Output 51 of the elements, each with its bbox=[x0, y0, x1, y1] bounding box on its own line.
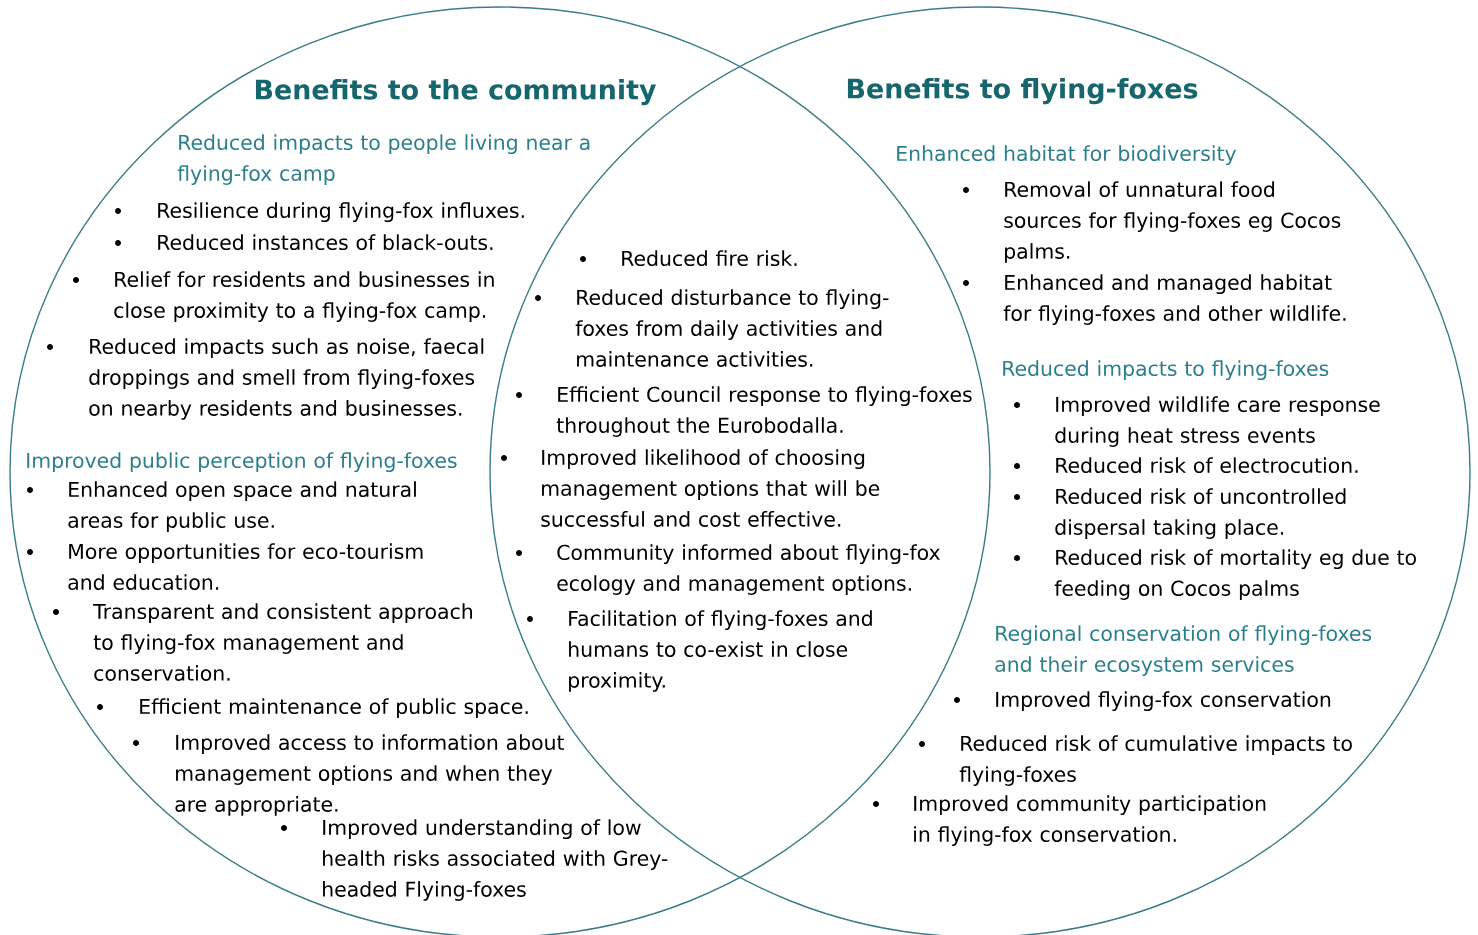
bullet-text: Reduced fire risk. bbox=[622, 250, 797, 267]
bullet bbox=[47, 344, 53, 350]
bullet-text: Reduced instances of black-outs. bbox=[158, 234, 493, 251]
bullet bbox=[1014, 463, 1020, 469]
bullet-text: Facilitation of flying-foxes and humans to co-exist in close proximity. bbox=[569, 610, 872, 692]
bullet bbox=[133, 740, 139, 746]
bullet bbox=[873, 801, 879, 807]
bullet-text: Improved likelihood of choosing management options that will be successful and cost effective. bbox=[541, 449, 880, 527]
bullet bbox=[281, 825, 287, 831]
bullet-text: Reduced disturbance to flying-foxes from daily activities and maintenance activities. bbox=[575, 289, 889, 367]
bullet bbox=[115, 208, 121, 214]
bullet-text: Improved flying-fox conservation bbox=[996, 691, 1331, 712]
subheading: Improved public perception of flying-foxes bbox=[27, 452, 457, 473]
bullet-text: Enhanced and managed habitat for flying-foxes and other wildlife. bbox=[1003, 274, 1346, 325]
subheading: Enhanced habitat for biodiversity bbox=[897, 145, 1237, 166]
heading: Benefits to the community bbox=[255, 78, 656, 106]
bullet-text: Reduced risk of uncontrolled dispersal taking place. bbox=[1055, 488, 1346, 539]
bullet-text: Community informed about flying-fox ecology and management options. bbox=[557, 544, 940, 595]
bullet-text: Reduced risk of mortality eg due to feeding on Cocos palms bbox=[1054, 549, 1416, 600]
bullet bbox=[53, 609, 59, 615]
bullet bbox=[1014, 494, 1020, 500]
bullet bbox=[954, 697, 960, 703]
subheading: Reduced impacts to flying-foxes bbox=[1003, 360, 1329, 381]
bullet-text: Transparent and consistent approach to flying-fox management and conservation. bbox=[93, 603, 472, 681]
bullet bbox=[27, 487, 33, 493]
bullet bbox=[919, 741, 925, 747]
bullet-text: Improved wildlife care response during heat stress events bbox=[1055, 396, 1380, 447]
bullet bbox=[1014, 402, 1020, 408]
bullet bbox=[97, 704, 103, 710]
bullet-text: Efficient Council response to flying-foxes throughout the Eurobodalla. bbox=[556, 386, 972, 437]
bullet-text: Reduced impacts such as noise, faecal droppings and smell from flying-foxes on nearby residents and businesses. bbox=[89, 338, 484, 420]
bullet-text: Reduced risk of cumulative impacts to flying-foxes bbox=[959, 735, 1352, 786]
subheading: Reduced impacts to people living near a flying-fox camp bbox=[177, 134, 590, 185]
bullet-text: More opportunities for eco-tourism and education. bbox=[68, 543, 423, 590]
bullet-text: Improved access to information about management options and when they are appropriate. bbox=[175, 734, 565, 816]
bullet bbox=[963, 280, 969, 286]
bullet-text: Improved community participation in flying-fox conservation. bbox=[914, 795, 1266, 846]
bullet bbox=[115, 240, 121, 246]
bullet bbox=[1014, 555, 1020, 561]
bullet-text: Improved understanding of low health risks associated with Grey-headed Flying-foxes bbox=[323, 819, 668, 901]
bullet-text: Relief for residents and businesses in close proximity to a flying-fox camp. bbox=[114, 271, 494, 322]
bullet bbox=[963, 187, 969, 193]
bullet bbox=[27, 549, 33, 555]
bullet-text: Resilience during flying-fox influxes. bbox=[158, 202, 524, 223]
bullet bbox=[73, 277, 79, 283]
bullet-text: Efficient maintenance of public space. bbox=[140, 698, 528, 719]
bullet-text: Removal of unnatural food sources for flying-foxes eg Cocos palms. bbox=[1004, 181, 1341, 263]
subheading: Regional conservation of flying-foxes and their ecosystem services bbox=[995, 625, 1372, 676]
heading: Benefits to flying-foxes bbox=[847, 77, 1198, 105]
bullet-text: Enhanced open space and natural areas for public use. bbox=[68, 481, 416, 532]
bullet-text: Reduced risk of electrocution. bbox=[1056, 457, 1358, 474]
